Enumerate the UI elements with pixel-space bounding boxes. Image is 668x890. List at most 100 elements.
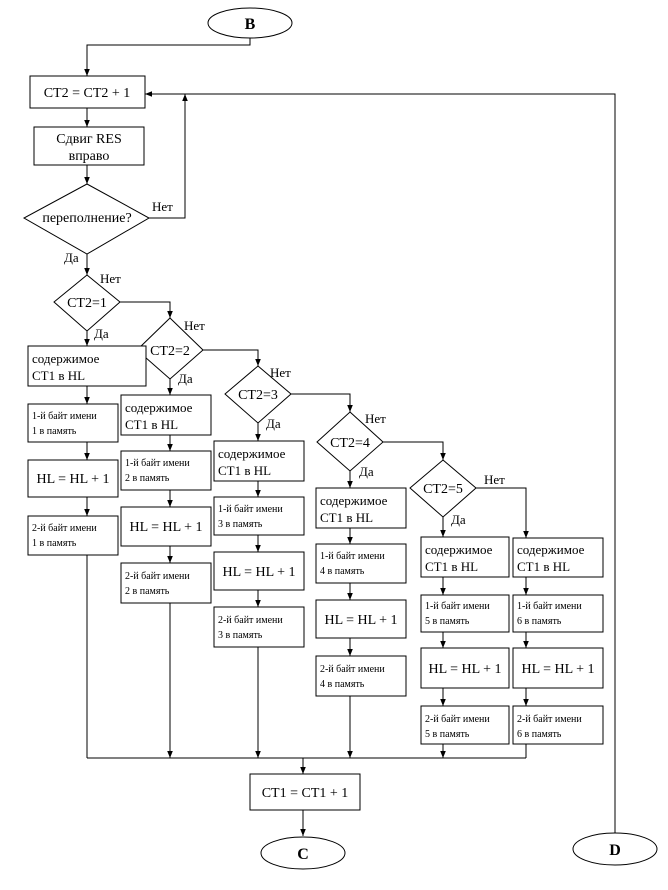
decision-ct2-1-label: CT2=1 <box>67 296 107 311</box>
box-byte1-1-line1: 1-й байт имени <box>32 411 97 422</box>
box-byte1-4-line2: 4 в память <box>320 566 365 577</box>
box-byte2-2: 2-й байт имени 2 в память <box>120 562 212 604</box>
label-no-ct2-2: Нет <box>184 318 205 333</box>
label-yes-ct2-4: Да <box>359 464 374 479</box>
box-byte1-4-line1: 1-й байт имени <box>320 551 385 562</box>
box-byte1-1-line2: 1 в память <box>32 426 77 437</box>
decision-overflow-label: переполнение? <box>42 211 131 226</box>
box-inc-hl-5: HL = HL + 1 <box>420 647 510 689</box>
box-inc-hl-4: HL = HL + 1 <box>315 599 407 639</box>
box-byte1-6-line2: 6 в память <box>517 616 562 627</box>
label-yes-overflow: Да <box>64 250 79 265</box>
box-byte2-6-line1: 2-й байт имени <box>517 714 582 725</box>
label-yes-ct2-3: Да <box>266 416 281 431</box>
box-byte1-5-line1: 1-й байт имени <box>425 601 490 612</box>
decision-ct2-1: CT2=1 <box>53 274 121 332</box>
box-load-hl-6-line2: CT1 в HL <box>517 559 570 574</box>
branch-labels: Нет Да Нет Да Нет Да Нет Да Нет Да Нет Д… <box>64 199 505 527</box>
label-no-ct2-1: Нет <box>100 271 121 286</box>
box-byte2-6-line2: 6 в память <box>517 729 562 740</box>
connector-b-label: B <box>245 16 256 33</box>
step-shift-res-line2: вправо <box>69 149 110 164</box>
step-increment-ct1-label: CT1 = CT1 + 1 <box>262 786 349 801</box>
step-increment-ct2: CT2 = CT2 + 1 <box>29 75 146 109</box>
label-yes-ct2-5: Да <box>451 512 466 527</box>
label-no-ct2-3: Нет <box>270 365 291 380</box>
box-byte1-5: 1-й байт имени 5 в память <box>420 594 510 633</box>
step-shift-res-line1: Сдвиг RES <box>56 132 121 147</box>
decision-ct2-5-label: CT2=5 <box>423 482 463 497</box>
box-inc-hl-6-label: HL = HL + 1 <box>521 662 594 677</box>
box-load-hl-6: содержимое CT1 в HL <box>512 537 604 578</box>
connector-d-label: D <box>609 842 621 859</box>
label-no-ct2-5: Нет <box>484 472 505 487</box>
box-load-hl-5-line1: содержимое <box>425 542 493 557</box>
box-byte2-1-line1: 2-й байт имени <box>32 523 97 534</box>
box-load-hl-1-line1: содержимое <box>32 351 100 366</box>
step-shift-res: Сдвиг RES вправо <box>33 126 145 166</box>
box-byte2-3: 2-й байт имени 3 в память <box>213 606 305 648</box>
connector-c-label: C <box>297 846 309 863</box>
box-load-hl-1-line2: CT1 в HL <box>32 368 85 383</box>
box-load-hl-2-line1: содержимое <box>125 400 193 415</box>
box-byte1-5-line2: 5 в память <box>425 616 470 627</box>
box-byte1-4: 1-й байт имени 4 в память <box>315 543 407 584</box>
box-byte1-2-line2: 2 в память <box>125 473 170 484</box>
box-inc-hl-2-label: HL = HL + 1 <box>129 520 202 535</box>
box-byte1-2: 1-й байт имени 2 в память <box>120 450 212 491</box>
box-load-hl-6-line1: содержимое <box>517 542 585 557</box>
box-byte2-2-line2: 2 в память <box>125 586 170 597</box>
box-inc-hl-2: HL = HL + 1 <box>120 506 212 547</box>
step-increment-ct1: CT1 = CT1 + 1 <box>249 773 361 811</box>
box-load-hl-5-line2: CT1 в HL <box>425 559 478 574</box>
box-byte1-6-line1: 1-й байт имени <box>517 601 582 612</box>
box-byte2-1: 2-й байт имени 1 в память <box>27 515 119 556</box>
box-byte2-3-line1: 2-й байт имени <box>218 615 283 626</box>
box-byte2-4: 2-й байт имени 4 в память <box>315 655 407 697</box>
branch-1: содержимое CT1 в HL 1-й байт имени 1 в п… <box>27 345 147 556</box>
box-inc-hl-1: HL = HL + 1 <box>27 459 119 498</box>
box-byte1-3-line1: 1-й байт имени <box>218 504 283 515</box>
box-byte1-3-line2: 3 в память <box>218 519 263 530</box>
box-byte2-5: 2-й байт имени 5 в память <box>420 705 510 745</box>
label-no-overflow: Нет <box>152 199 173 214</box>
connector-d: D <box>572 832 658 866</box>
box-byte2-2-line1: 2-й байт имени <box>125 571 190 582</box>
label-yes-ct2-2: Да <box>178 371 193 386</box>
step-increment-ct2-label: CT2 = CT2 + 1 <box>44 86 131 101</box>
branch-6: содержимое CT1 в HL 1-й байт имени 6 в п… <box>512 537 604 745</box>
box-byte2-5-line1: 2-й байт имени <box>425 714 490 725</box>
box-byte2-1-line2: 1 в память <box>32 538 77 549</box>
box-inc-hl-3-label: HL = HL + 1 <box>222 565 295 580</box>
box-byte2-6: 2-й байт имени 6 в память <box>512 705 604 745</box>
box-byte2-5-line2: 5 в память <box>425 729 470 740</box>
box-byte2-3-line2: 3 в память <box>218 630 263 641</box>
decision-ct2-3-label: CT2=3 <box>238 388 278 403</box>
box-byte1-3: 1-й байт имени 3 в память <box>213 496 305 536</box>
box-inc-hl-1-label: HL = HL + 1 <box>36 472 109 487</box>
box-load-hl-3-line2: CT1 в HL <box>218 463 271 478</box>
decision-ct2-4: CT2=4 <box>316 411 384 472</box>
box-byte2-4-line2: 4 в память <box>320 679 365 690</box>
branch-2: содержимое CT1 в HL 1-й байт имени 2 в п… <box>120 394 212 604</box>
box-inc-hl-3: HL = HL + 1 <box>213 551 305 591</box>
box-load-hl-3-line1: содержимое <box>218 446 286 461</box>
box-inc-hl-6: HL = HL + 1 <box>512 647 604 689</box>
connector-lines <box>84 37 616 836</box>
box-inc-hl-5-label: HL = HL + 1 <box>428 662 501 677</box>
decision-overflow: переполнение? <box>22 183 151 255</box>
box-byte1-6: 1-й байт имени 6 в память <box>512 594 604 633</box>
decision-ct2-3: CT2=3 <box>224 365 292 424</box>
branch-5: содержимое CT1 в HL 1-й байт имени 5 в п… <box>420 536 510 745</box>
box-load-hl-3: содержимое CT1 в HL <box>213 440 305 482</box>
box-load-hl-4-line1: содержимое <box>320 493 388 508</box>
label-yes-ct2-1: Да <box>94 326 109 341</box>
connector-b: B <box>207 7 293 39</box>
box-byte1-2-line1: 1-й байт имени <box>125 458 190 469</box>
box-inc-hl-4-label: HL = HL + 1 <box>324 613 397 628</box>
box-load-hl-5: содержимое CT1 в HL <box>420 536 510 578</box>
decision-ct2-5: CT2=5 <box>409 459 477 518</box>
branch-3: содержимое CT1 в HL 1-й байт имени 3 в п… <box>213 440 305 648</box>
label-no-ct2-4: Нет <box>365 411 386 426</box>
